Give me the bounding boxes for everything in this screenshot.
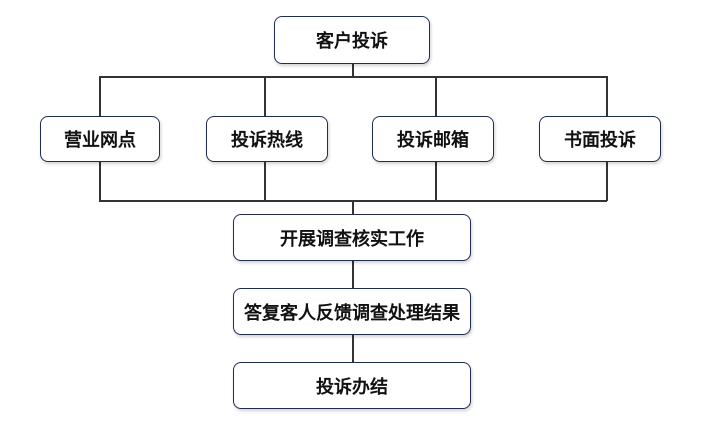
step-box-3: 投诉办结: [233, 362, 471, 409]
step-label-3: 投诉办结: [316, 376, 388, 398]
connector-upper-4: [606, 76, 608, 116]
connector-root-down: [352, 64, 354, 77]
connector-step-1-to-2: [352, 261, 354, 288]
channel-label-3: 投诉邮箱: [397, 130, 469, 151]
connector-upper-2: [264, 76, 266, 116]
channel-box-4: 书面投诉: [539, 116, 661, 162]
connector-upper-3: [435, 76, 437, 116]
connector-lower-3: [435, 162, 437, 201]
connector-bus-to-step-1: [352, 200, 354, 214]
connector-lower-2: [264, 162, 266, 201]
connector-lower-4: [606, 162, 608, 201]
step-label-1: 开展调查核实工作: [280, 228, 424, 250]
root-node-label: 客户投诉: [316, 31, 388, 52]
step-label-2: 答复客人反馈调查处理结果: [244, 302, 460, 324]
channel-label-1: 营业网点: [64, 130, 136, 151]
channel-label-4: 书面投诉: [564, 130, 636, 151]
step-box-2: 答复客人反馈调查处理结果: [233, 288, 471, 335]
connector-step-2-to-3: [352, 335, 354, 362]
connector-upper-bus: [99, 76, 607, 78]
channel-box-3: 投诉邮箱: [372, 116, 494, 162]
channel-label-2: 投诉热线: [231, 130, 303, 151]
root-node-box: 客户投诉: [274, 16, 430, 64]
step-box-1: 开展调查核实工作: [233, 214, 471, 261]
channel-box-1: 营业网点: [40, 116, 160, 162]
connector-upper-1: [99, 76, 101, 116]
connector-lower-1: [99, 162, 101, 201]
channel-box-2: 投诉热线: [206, 116, 328, 162]
